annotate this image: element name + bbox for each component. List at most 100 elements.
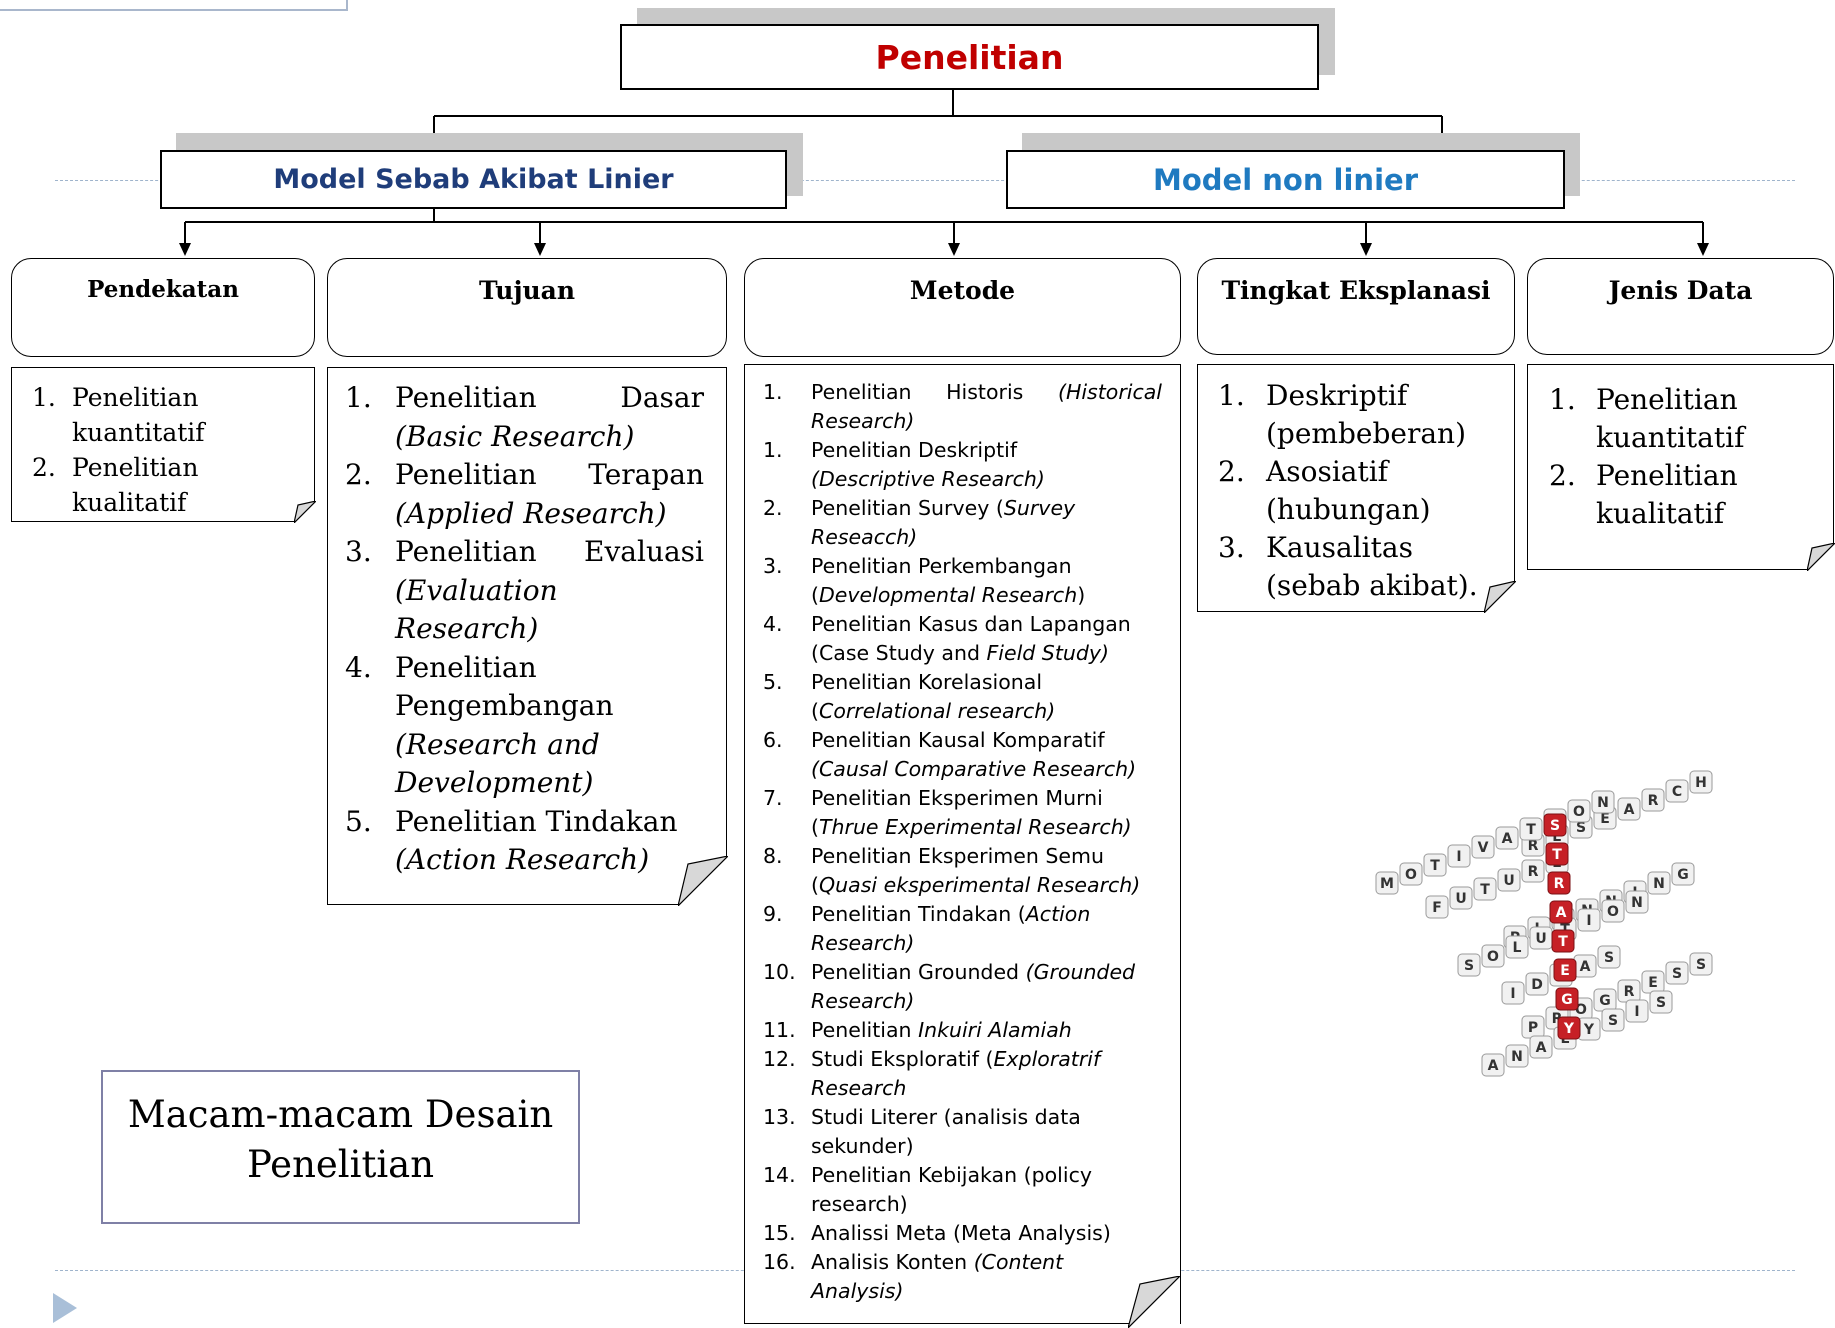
svg-text:R: R — [1552, 1011, 1563, 1027]
svg-text:S: S — [1696, 957, 1706, 973]
svg-text:E: E — [1560, 963, 1570, 979]
metode-item: 13.Studi Literer (analisis data sekunder… — [763, 1105, 1081, 1158]
svg-text:S: S — [1550, 818, 1560, 834]
tingkat-item: 1.Deskriptif(pembeberan) — [1218, 379, 1466, 450]
svg-text:O: O — [1487, 949, 1499, 965]
svg-text:A: A — [1556, 905, 1567, 921]
svg-text:D: D — [1531, 977, 1543, 993]
metode-item: 8.Penelitian Eksperimen Semu(Quasi ekspe… — [763, 844, 1141, 897]
svg-text:A: A — [1488, 1058, 1499, 1074]
svg-text:G: G — [1599, 993, 1611, 1009]
svg-text:S: S — [1464, 958, 1474, 974]
svg-text:G: G — [1677, 867, 1689, 883]
caption-line-1: Macam-macam Desain — [127, 1093, 554, 1136]
svg-text:N: N — [1597, 795, 1609, 811]
svg-text:T: T — [1558, 934, 1568, 950]
caption-box: Macam-macam Desain Penelitian — [101, 1070, 580, 1224]
svg-text:R: R — [1554, 876, 1565, 892]
svg-text:T: T — [1552, 847, 1562, 863]
svg-text:I: I — [1510, 986, 1515, 1002]
metode-item: 4.Penelitian Kasus dan Lapangan(Case Stu… — [763, 612, 1131, 665]
svg-text:R: R — [1624, 984, 1635, 1000]
play-triangle-icon[interactable] — [53, 1293, 79, 1323]
category-pendekatan-label: Pendekatan — [87, 276, 239, 303]
svg-text:I: I — [1456, 849, 1461, 865]
page-fold-icon — [678, 856, 728, 906]
tujuan-item: 2.Penelitian Terapan(Applied Research) — [345, 458, 704, 530]
svg-text:Y: Y — [1563, 1021, 1575, 1037]
svg-text:M: M — [1380, 876, 1394, 892]
svg-text:S: S — [1608, 1013, 1618, 1029]
svg-text:G: G — [1561, 992, 1573, 1008]
metode-item: 7.Penelitian Eksperimen Murni(Thrue Expe… — [763, 786, 1132, 839]
category-metode-label: Metode — [909, 276, 1016, 305]
svg-text:I: I — [1634, 1004, 1639, 1020]
category-metode: Metode — [744, 258, 1181, 357]
svg-text:I: I — [1586, 913, 1591, 929]
svg-text:T: T — [1526, 822, 1536, 838]
svg-text:P: P — [1528, 1020, 1538, 1036]
model-linear-box: Model Sebab Akibat Linier — [160, 150, 787, 209]
model-linear-label: Model Sebab Akibat Linier — [273, 164, 674, 195]
svg-text:A: A — [1580, 959, 1591, 975]
svg-text:R: R — [1528, 864, 1539, 880]
page-fold-icon — [1128, 1276, 1180, 1328]
model-nonlinear-box: Model non linier — [1006, 150, 1565, 209]
tujuan-item: 5.Penelitian Tindakan(Action Research) — [345, 804, 678, 877]
svg-text:H: H — [1695, 775, 1707, 791]
svg-text:R: R — [1528, 838, 1539, 854]
svg-text:F: F — [1432, 900, 1442, 916]
tujuan-item: 1.Penelitian Dasar(Basic Research) — [345, 381, 704, 453]
svg-text:A: A — [1536, 1040, 1547, 1056]
strategy-crossword-image: RESEARCHMOTIVATIONFUTUREPLANNINGSOLUTION… — [1375, 770, 1713, 1077]
tujuan-note: 1.Penelitian Dasar(Basic Research) 2.Pen… — [327, 367, 728, 906]
svg-text:A: A — [1502, 831, 1513, 847]
metode-item: 6.Penelitian Kausal Komparatif(Causal Co… — [763, 728, 1137, 781]
page-fold-icon — [1484, 581, 1516, 613]
caption-line-2: Penelitian — [246, 1143, 435, 1186]
svg-text:N: N — [1631, 895, 1643, 911]
category-tingkat-label: Tingkat Eksplanasi — [1221, 276, 1491, 305]
corner-frame — [0, 0, 348, 11]
category-tujuan-label: Tujuan — [478, 276, 576, 305]
svg-text:U: U — [1503, 873, 1514, 889]
svg-text:E: E — [1552, 829, 1562, 845]
model-nonlinear-label: Model non linier — [1153, 162, 1418, 197]
metode-item: 3.Penelitian Perkembangan(Developmental … — [763, 554, 1086, 607]
svg-text:S: S — [1656, 995, 1666, 1011]
category-tingkat: Tingkat Eksplanasi — [1197, 258, 1515, 355]
metode-item: 15.Analissi Meta (Meta Analysis) — [763, 1221, 1111, 1245]
root-label: Penelitian — [875, 37, 1064, 77]
page-fold-icon — [294, 501, 316, 523]
svg-text:S: S — [1672, 966, 1682, 982]
dashed-divider-top — [55, 180, 1795, 181]
svg-text:R: R — [1648, 793, 1659, 809]
svg-text:L: L — [1513, 940, 1522, 956]
category-jenis: Jenis Data — [1527, 258, 1834, 355]
page-fold-icon — [1807, 543, 1835, 571]
svg-text:T: T — [1430, 858, 1440, 874]
svg-text:O: O — [1573, 804, 1585, 820]
category-jenis-label: Jenis Data — [1608, 276, 1753, 305]
svg-text:U: U — [1455, 891, 1466, 907]
metode-item: 14.Penelitian Kebijakan (policy research… — [763, 1163, 1092, 1216]
svg-text:T: T — [1480, 882, 1490, 898]
svg-text:O: O — [1405, 867, 1417, 883]
svg-text:E: E — [1648, 975, 1658, 991]
category-pendekatan: Pendekatan — [11, 258, 315, 357]
svg-text:S: S — [1604, 950, 1614, 966]
category-tujuan: Tujuan — [327, 258, 727, 357]
svg-text:U: U — [1535, 931, 1546, 947]
root-box: Penelitian — [620, 24, 1319, 90]
